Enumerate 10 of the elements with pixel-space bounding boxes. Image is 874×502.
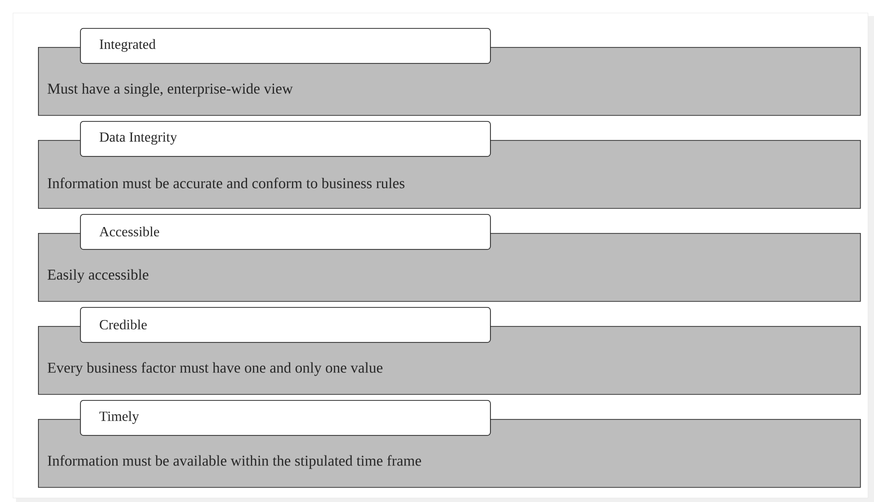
feature-band: Accessible Easily accessible [38, 214, 861, 302]
tab-label: Credible [80, 307, 491, 343]
tab-label: Accessible [80, 214, 491, 250]
feature-band: Integrated Must have a single, enterprise-wide view [38, 28, 861, 116]
feature-band: Credible Every business factor must have one and only one value [38, 307, 861, 395]
tab-label: Integrated [80, 28, 491, 64]
tab-label: Timely [80, 400, 491, 436]
feature-band: Timely Information must be available within the stipulated time frame [38, 400, 861, 488]
feature-band: Data Integrity Information must be accurate and conform to business rules [38, 121, 861, 209]
tab-label: Data Integrity [80, 121, 491, 157]
